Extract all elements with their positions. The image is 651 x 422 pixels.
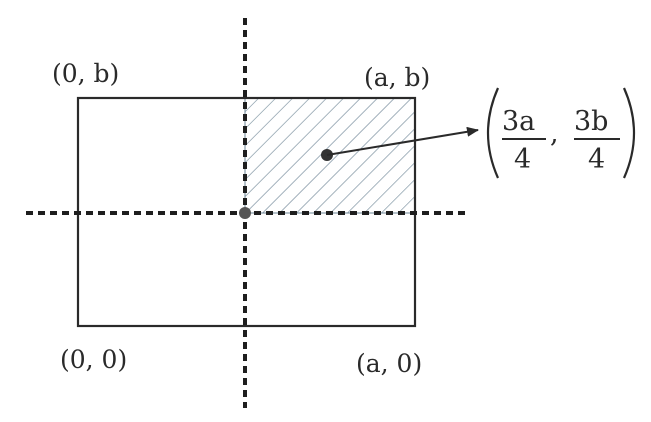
left-paren bbox=[486, 87, 500, 179]
x-denominator: 4 bbox=[514, 144, 531, 175]
y-denominator: 4 bbox=[588, 144, 605, 175]
label-bottom-right: (a, 0) bbox=[356, 349, 422, 378]
midpoint-dot bbox=[239, 207, 251, 219]
label-bottom-left: (0, 0) bbox=[60, 345, 127, 374]
pointer-arrow bbox=[326, 126, 479, 156]
label-top-right: (a, b) bbox=[364, 63, 430, 92]
label-top-left: (0, b) bbox=[52, 59, 119, 88]
x-numerator: 3a bbox=[502, 106, 535, 137]
coordinate-separator: , bbox=[550, 118, 559, 149]
y-numerator: 3b bbox=[574, 106, 608, 137]
fraction-point-label: 3a 4 , 3b 4 bbox=[486, 87, 636, 179]
right-paren bbox=[622, 87, 636, 179]
